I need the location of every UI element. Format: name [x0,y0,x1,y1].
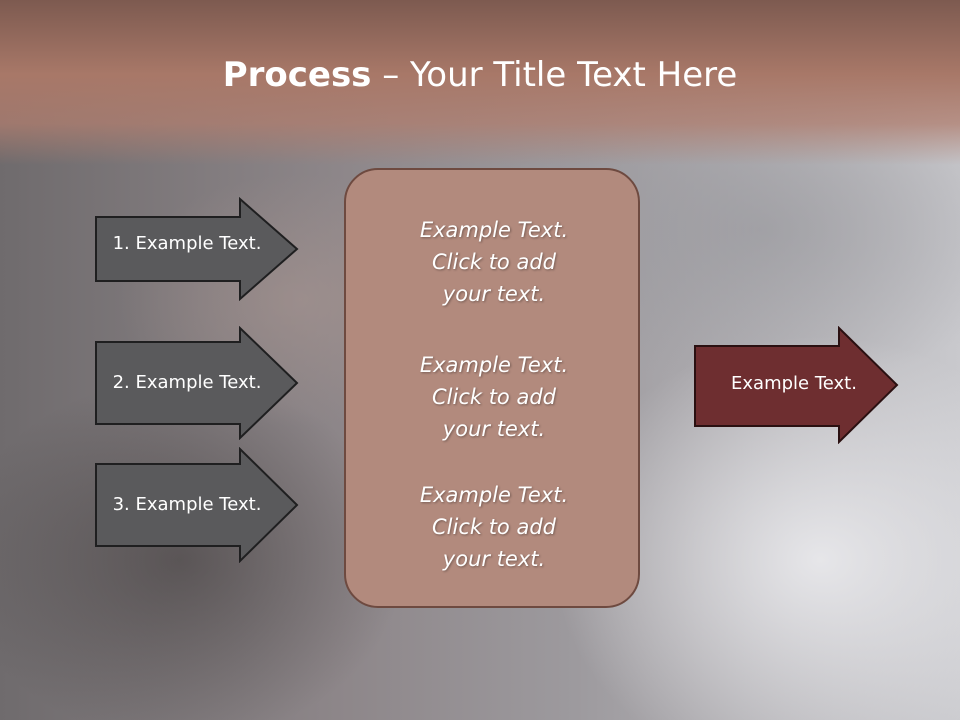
center-text-box[interactable]: Example Text. Click to add your text. Ex… [344,168,640,608]
arrow-shape [95,197,299,301]
left-arrow-2[interactable]: 2. Example Text. [95,326,300,440]
block-line-3: your text. [442,547,546,571]
block-line-2: Click to add [431,385,556,409]
right-arrow[interactable]: Example Text. [694,326,900,444]
arrow-shape [95,447,299,563]
block-line-1: Example Text. [419,218,569,242]
slide-title[interactable]: Process – Your Title Text Here [0,52,960,98]
right-arrow-label: Example Text. [731,373,857,394]
center-text-block-3: Example Text. Click to add your text. [346,479,642,575]
block-line-3: your text. [442,282,546,306]
left-arrow-3[interactable]: 3. Example Text. [95,447,300,563]
block-line-1: Example Text. [419,483,569,507]
block-line-2: Click to add [431,250,556,274]
center-text-block-2: Example Text. Click to add your text. [346,349,642,445]
arrow-shape [95,326,299,440]
block-line-2: Click to add [431,515,556,539]
title-rest: – Your Title Text Here [371,55,738,95]
center-text-block-1: Example Text. Click to add your text. [346,214,642,310]
left-arrow-label: 2. Example Text. [112,372,262,393]
block-line-3: your text. [442,417,546,441]
left-arrow-label: 1. Example Text. [112,233,262,254]
title-band [0,0,960,165]
title-bold: Process [222,55,372,95]
block-line-1: Example Text. [419,353,569,377]
arrow-shape [694,326,899,444]
left-arrow-label: 3. Example Text. [112,494,262,515]
left-arrow-1[interactable]: 1. Example Text. [95,197,300,301]
